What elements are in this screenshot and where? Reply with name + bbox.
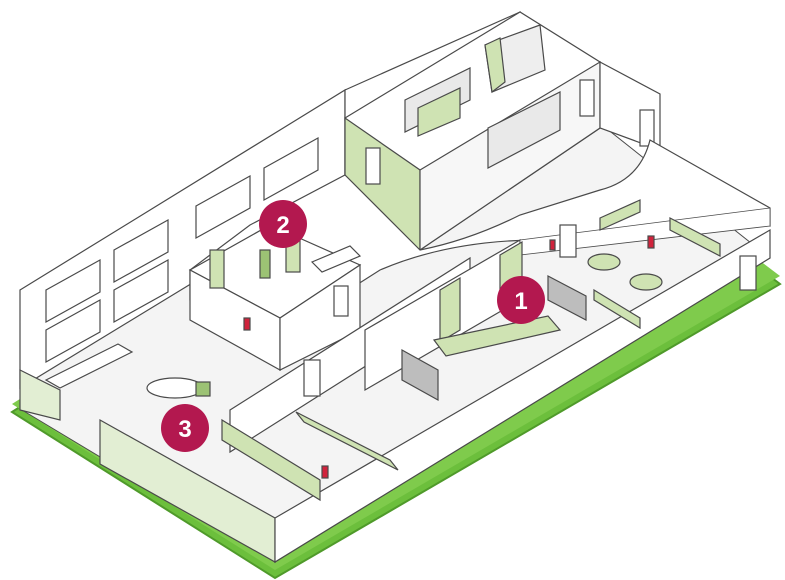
window-row bbox=[45, 136, 319, 364]
marker-1[interactable]: 1 bbox=[497, 276, 545, 324]
marker-2-label: 2 bbox=[276, 212, 289, 239]
marker-2[interactable]: 2 bbox=[259, 200, 307, 248]
room-2 bbox=[188, 224, 362, 372]
lower-rooms bbox=[19, 199, 771, 564]
marker-1-label: 1 bbox=[514, 288, 527, 315]
marker-3[interactable]: 3 bbox=[161, 404, 209, 452]
marker-3-label: 3 bbox=[178, 416, 191, 443]
